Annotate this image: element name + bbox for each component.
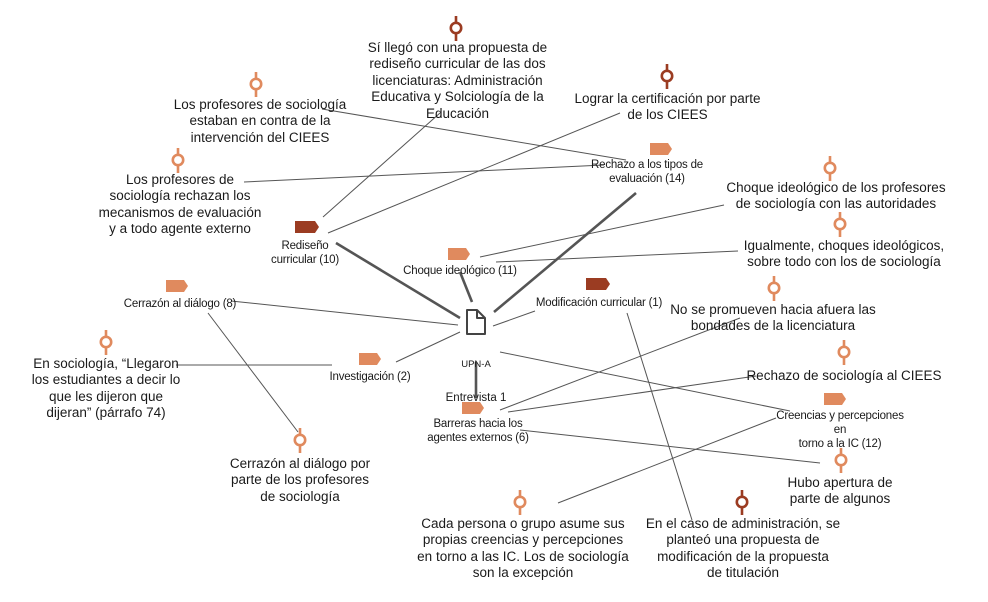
tag-icon-barreras[interactable] bbox=[462, 402, 484, 414]
link-doc-investigacion bbox=[395, 331, 461, 363]
pin-icon-q3[interactable] bbox=[249, 72, 263, 97]
pin-icon-q11[interactable] bbox=[834, 448, 848, 473]
quotation-q1[interactable]: Sí llegó con una propuesta de rediseño c… bbox=[367, 40, 548, 121]
document-code: UPN-A bbox=[461, 358, 491, 370]
code-label-barreras[interactable]: Barreras hacia los agentes externos (6) bbox=[427, 418, 529, 445]
link-doc-rediseno bbox=[335, 241, 461, 320]
link-barreras-q8 bbox=[507, 375, 757, 413]
tag-icon-creencias[interactable] bbox=[824, 393, 846, 405]
link-choque-q5 bbox=[479, 204, 725, 258]
pin-icon-q6[interactable] bbox=[833, 212, 847, 237]
quotation-q5[interactable]: Choque ideológico de los profesores de s… bbox=[726, 180, 946, 212]
quotation-q11[interactable]: Hubo apertura de parte de algunos bbox=[787, 475, 893, 507]
pin-icon-q2[interactable] bbox=[660, 64, 674, 89]
code-label-investigacion[interactable]: Investigación (2) bbox=[329, 371, 411, 383]
code-label-rediseno[interactable]: Rediseño curricular (10) bbox=[271, 240, 339, 267]
quotation-q8[interactable]: Rechazo de sociología al CIEES bbox=[746, 368, 942, 383]
quotation-q7[interactable]: No se promueven hacia afuera las bondade… bbox=[670, 302, 876, 334]
link-doc-creencias bbox=[499, 351, 791, 412]
quotation-q3[interactable]: Los profesores de sociología estaban en … bbox=[173, 97, 347, 145]
link-barreras-q7 bbox=[499, 317, 741, 411]
link-rechazo-q4 bbox=[243, 164, 605, 183]
link-modificacion-q13 bbox=[626, 312, 693, 521]
code-label-modificacion[interactable]: Modificación curricular (1) bbox=[535, 297, 663, 309]
quotation-q12[interactable]: Cada persona o grupo asume sus propias c… bbox=[417, 516, 629, 581]
tag-icon-rediseno[interactable] bbox=[295, 221, 319, 233]
quotation-q10[interactable]: Cerrazón al diálogo por parte de los pro… bbox=[229, 456, 371, 504]
pin-icon-q13[interactable] bbox=[735, 490, 749, 515]
link-doc-modificacion bbox=[492, 310, 536, 327]
quotation-q2[interactable]: Lograr la certificación por parte de los… bbox=[574, 91, 761, 123]
link-doc-rechazo bbox=[493, 192, 637, 313]
pin-icon-q1[interactable] bbox=[449, 16, 463, 41]
code-label-creencias[interactable]: Creencias y percepciones en torno a la I… bbox=[776, 410, 904, 451]
link-rediseno-q1 bbox=[322, 112, 441, 218]
diagram-links bbox=[176, 108, 821, 521]
document-title: Entrevista 1 bbox=[445, 392, 507, 405]
code-label-rechazo[interactable]: Rechazo a los tipos de evaluación (14) bbox=[591, 159, 703, 186]
tag-icon-investigacion[interactable] bbox=[359, 353, 381, 365]
quotation-q13[interactable]: En el caso de administración, se planteó… bbox=[645, 516, 841, 581]
pin-icon-q12[interactable] bbox=[513, 490, 527, 515]
pin-icon-q8[interactable] bbox=[837, 340, 851, 365]
link-creencias-q12 bbox=[557, 417, 777, 504]
link-rediseno-q2 bbox=[327, 112, 621, 234]
pin-icon-q10[interactable] bbox=[293, 428, 307, 453]
link-cerrazon-q10 bbox=[207, 312, 299, 433]
link-choque-q6 bbox=[495, 250, 739, 263]
document-icon[interactable] bbox=[466, 309, 486, 335]
tag-icon-modificacion[interactable] bbox=[586, 278, 610, 290]
code-label-cerrazon[interactable]: Cerrazón al diálogo (8) bbox=[123, 298, 237, 310]
pin-icon-q7[interactable] bbox=[767, 276, 781, 301]
quotation-pins bbox=[99, 16, 851, 515]
pin-icon-q5[interactable] bbox=[823, 156, 837, 181]
link-doc-cerrazon bbox=[230, 300, 459, 326]
tag-icon-rechazo[interactable] bbox=[650, 143, 672, 155]
pin-icon-q4[interactable] bbox=[171, 148, 185, 173]
tag-icon-cerrazon[interactable] bbox=[166, 280, 188, 292]
document-label: UPN-A Entrevista 1 bbox=[436, 340, 516, 426]
code-tags bbox=[166, 143, 846, 414]
quotation-q4[interactable]: Los profesores de sociología rechazan lo… bbox=[98, 172, 262, 237]
quotation-q9[interactable]: En sociología, “Llegaron los estudiantes… bbox=[31, 356, 181, 421]
link-doc-choque bbox=[458, 271, 474, 303]
pin-icon-q9[interactable] bbox=[99, 330, 113, 355]
code-label-choque[interactable]: Choque ideológico (11) bbox=[403, 265, 517, 277]
link-barreras-q11 bbox=[519, 429, 821, 464]
quotation-q6[interactable]: Igualmente, choques ideológicos, sobre t… bbox=[743, 238, 945, 270]
link-rechazo-q3 bbox=[321, 108, 627, 161]
tag-icon-choque[interactable] bbox=[448, 248, 470, 260]
